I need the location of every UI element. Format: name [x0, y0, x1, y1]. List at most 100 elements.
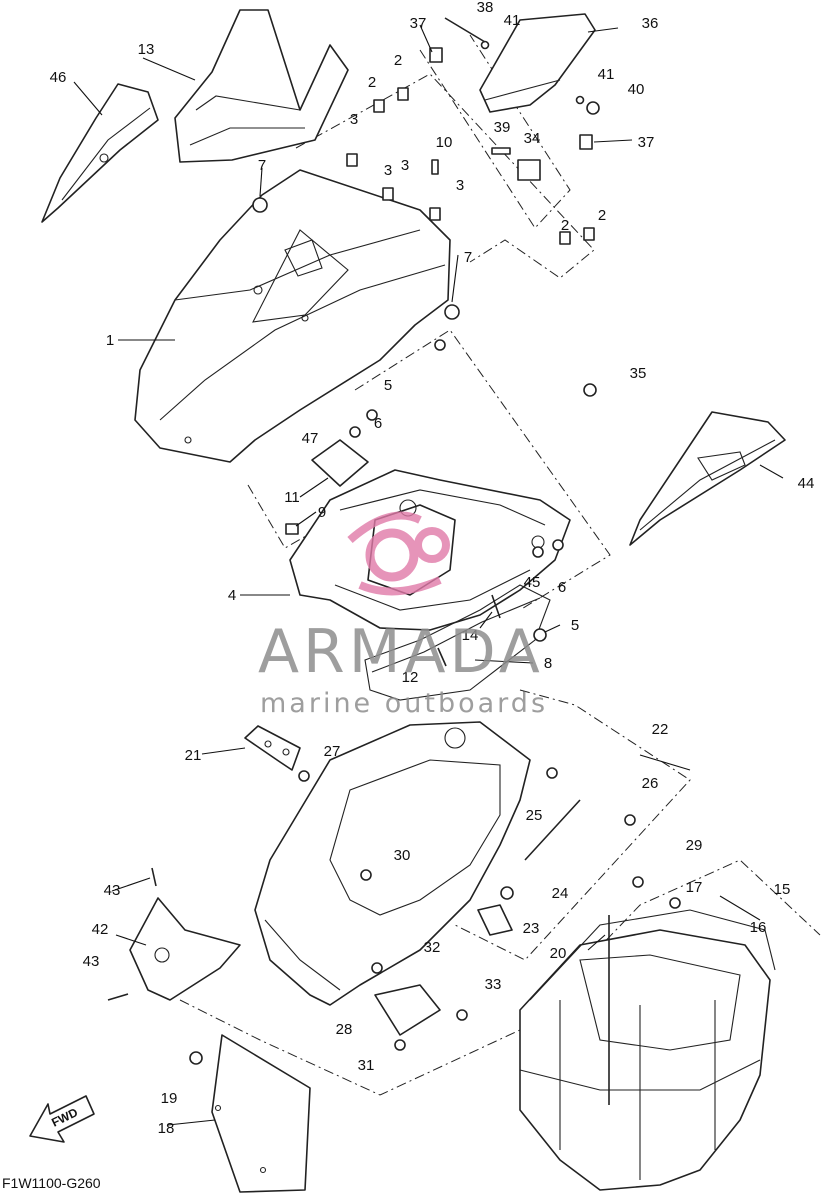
- callout: 47: [302, 430, 319, 447]
- part-41-washer: [480, 40, 490, 50]
- part-14-pin: [491, 594, 501, 619]
- part-18-flat-cover: [211, 1034, 311, 1193]
- callout: 2: [394, 52, 402, 69]
- part-47-screw: [349, 426, 361, 438]
- callout: 33: [485, 976, 502, 993]
- callout: 42: [92, 921, 109, 938]
- callout: 44: [798, 475, 815, 492]
- callout: 26: [642, 775, 659, 792]
- callout: 46: [50, 69, 67, 86]
- part-5-screw: [533, 628, 547, 642]
- callout: 17: [686, 879, 703, 896]
- callout: 41: [504, 12, 521, 29]
- callout: 11: [284, 489, 300, 506]
- part-28-plate: [374, 984, 441, 1036]
- part-43-rivet: [107, 993, 129, 1001]
- part-41-washer: [575, 95, 585, 105]
- callout: 18: [158, 1120, 175, 1137]
- callout: 5: [571, 617, 579, 634]
- watermark-logo: [347, 511, 450, 596]
- callout: 30: [394, 847, 411, 864]
- part-31-screw: [394, 1039, 406, 1051]
- callout: 41: [598, 66, 615, 83]
- callout: 3: [456, 177, 464, 194]
- callout: 36: [642, 15, 659, 32]
- part-25-screw: [546, 767, 558, 779]
- callout: 35: [630, 365, 647, 382]
- part-3-clip: [346, 153, 358, 167]
- callout: 43: [104, 882, 121, 899]
- callout: 3: [350, 111, 358, 128]
- part-6-screw: [366, 409, 378, 421]
- part-32-screw: [371, 962, 383, 974]
- part-19-screw: [189, 1051, 203, 1065]
- callout: 27: [324, 743, 341, 760]
- main-body: [254, 721, 531, 1006]
- callout: 3: [384, 162, 392, 179]
- callout: 28: [336, 1021, 353, 1038]
- callout: 7: [258, 157, 266, 174]
- part-2-clip: [397, 87, 409, 101]
- part-36-panel: [479, 13, 596, 113]
- part-12-pin: [437, 647, 447, 667]
- callout: 5: [384, 377, 392, 394]
- callout: 23: [523, 920, 540, 937]
- part-10-pin: [431, 159, 439, 175]
- callout: 14: [462, 627, 479, 644]
- watermark-title: ARMADA: [258, 617, 544, 687]
- part-1-main-hood: [134, 169, 451, 463]
- callout: 1: [106, 332, 114, 349]
- callout: 25: [526, 807, 543, 824]
- watermark-subtitle: marine outboards: [260, 688, 548, 719]
- callout: 12: [402, 669, 419, 686]
- callout: 16: [750, 919, 767, 936]
- callout: 37: [410, 15, 427, 32]
- callout: 45: [524, 574, 541, 591]
- callout: 19: [161, 1090, 178, 1107]
- part-6-screw: [552, 539, 564, 551]
- part-23-boot: [477, 904, 513, 936]
- hardware: [107, 17, 681, 1105]
- part-38-bolt: [444, 17, 486, 43]
- callout: 2: [368, 74, 376, 91]
- part-33-screw: [456, 1009, 468, 1021]
- callout: 2: [598, 207, 606, 224]
- callout: 39: [494, 119, 511, 136]
- callout: 8: [544, 655, 552, 672]
- callout: 7: [464, 249, 472, 266]
- part-24-ring: [500, 886, 514, 900]
- part-7-nut: [252, 197, 268, 213]
- diagram-code: F1W1100-G260: [2, 1175, 101, 1191]
- part-9-clip: [285, 523, 299, 535]
- part-45-screw: [532, 546, 544, 558]
- callout: 24: [552, 885, 569, 902]
- callout: 9: [318, 504, 326, 521]
- part-26-nut: [624, 814, 636, 826]
- part-43-rivet: [151, 867, 157, 887]
- part-42-front-panel: [129, 897, 241, 1001]
- callout: 6: [558, 579, 566, 596]
- part-8-seal: [364, 584, 551, 701]
- callout: 31: [358, 1057, 375, 1074]
- callout: 3: [401, 157, 409, 174]
- part-34-latch: [517, 159, 541, 181]
- callout: 15: [774, 881, 791, 898]
- callout: 29: [686, 837, 703, 854]
- part-2-clip: [583, 227, 595, 241]
- part-13-hood-cover: [174, 9, 349, 163]
- part-37-clip: [429, 47, 443, 63]
- callout: 32: [424, 939, 441, 956]
- callout: 40: [628, 81, 645, 98]
- callout: 21: [185, 747, 202, 764]
- part-2-clip: [373, 99, 385, 113]
- part-7-nut: [444, 304, 460, 320]
- part-17-pin: [669, 897, 681, 909]
- watermark: ARMADA marine outboards: [258, 511, 548, 719]
- part-30-screw: [360, 869, 372, 881]
- part-35-screw: [583, 383, 597, 397]
- fwd-arrow: FWD: [29, 1095, 95, 1143]
- callout: 13: [138, 41, 155, 58]
- part-37-clip: [579, 134, 593, 150]
- callout: 22: [652, 721, 669, 738]
- callout: 37: [638, 134, 655, 151]
